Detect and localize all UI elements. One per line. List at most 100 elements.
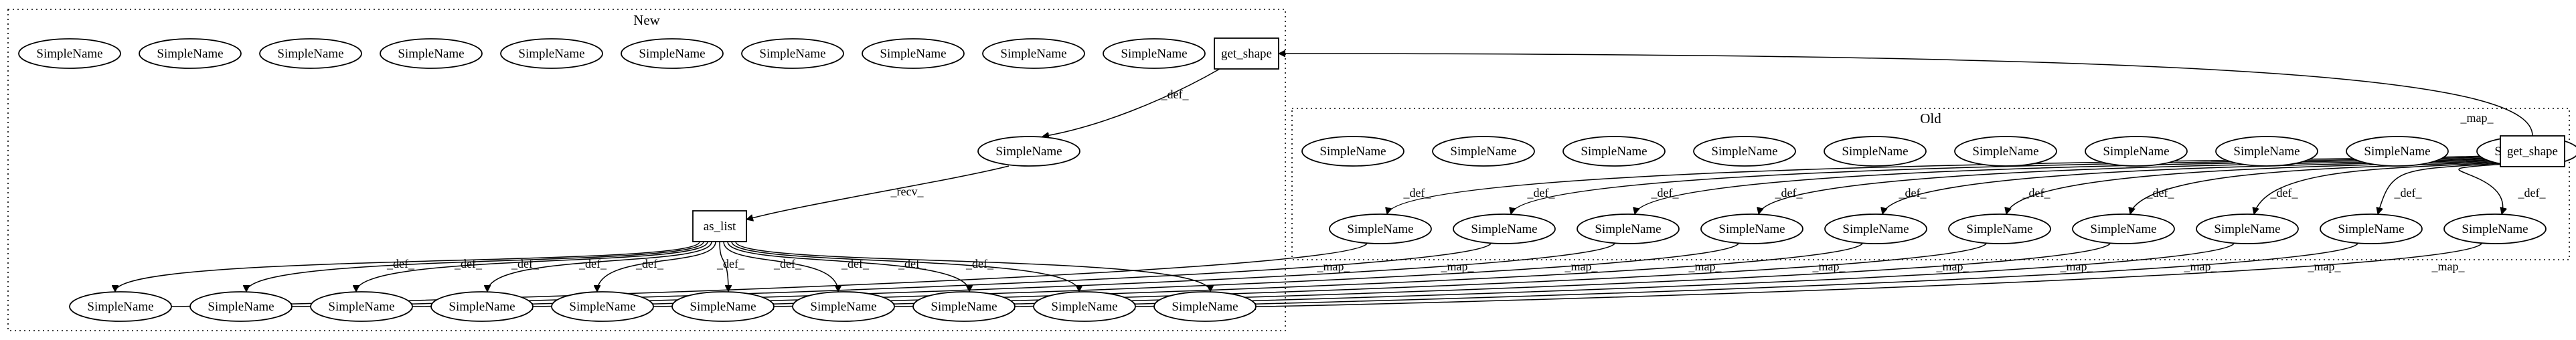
old-simplename-child-7: SimpleName: [2072, 214, 2175, 244]
old-get-shape-label: get_shape: [2507, 145, 2558, 159]
old-simplename-isolated-4-label: SimpleName: [1711, 145, 1777, 159]
new-simplename-isolated-9: SimpleName: [982, 38, 1085, 69]
edge-label-recv: _recv_: [890, 185, 924, 198]
edge-old-getshape-def-3: [1635, 157, 2501, 214]
old-simplename-child-4-label: SimpleName: [1718, 222, 1785, 236]
new-simplename-isolated-10: SimpleName: [1103, 38, 1206, 69]
old-simplename-isolated-5: SimpleName: [1824, 136, 1927, 167]
new-simplename-child-8-label: SimpleName: [931, 300, 997, 314]
new-simplename-isolated-7-label: SimpleName: [759, 47, 825, 61]
new-simplename-isolated-8: SimpleName: [862, 38, 965, 69]
new-simplename-child-5: SimpleName: [551, 291, 654, 322]
new-simplename-child-10: SimpleName: [1153, 291, 1257, 322]
old-simplename-child-7-label: SimpleName: [2090, 222, 2156, 236]
new-simplename-child-3-shape: [310, 291, 413, 322]
old-simplename-child-3-shape: [1577, 214, 1680, 244]
edge-label-old-getshape-def-9: _def_: [2394, 186, 2423, 199]
old-get-shape-shape: [2500, 135, 2565, 167]
edge-label-aslist-def-10: _def_: [965, 257, 994, 270]
new-simplename-isolated-2: SimpleName: [139, 38, 242, 69]
new-simplename-isolated-7: SimpleName: [741, 38, 844, 69]
new-simplename-isolated-9-shape: [982, 38, 1085, 69]
edge-label-old-getshape-def-10: _def_: [2518, 186, 2547, 199]
edge-aslist-def-4: [487, 241, 712, 292]
edge-aslist-def-6: [719, 241, 728, 292]
old-simplename-isolated-7: SimpleName: [2085, 136, 2188, 167]
new-get-shape: get_shape: [1214, 37, 1279, 70]
edge-label-old-map-5: _map_: [1812, 260, 1846, 273]
edge-label-aslist-def-4: _def_: [578, 257, 607, 270]
old-simplename-isolated-6: SimpleName: [1954, 136, 2057, 167]
new-simplename-child-5-label: SimpleName: [569, 300, 635, 314]
edge-label-aslist-def-2: _def_: [454, 257, 483, 270]
new-simplename-child-10-label: SimpleName: [1172, 300, 1238, 314]
edge-label-aslist-def-1: _def_: [386, 257, 415, 270]
edge-label-old-getshape-def-1: _def_: [1403, 186, 1432, 199]
new-simplename-isolated-2-shape: [139, 38, 242, 69]
new-simplename-isolated-3-label: SimpleName: [277, 47, 343, 61]
new-get-shape-shape: [1214, 37, 1279, 70]
old-simplename-isolated-1-shape: [1301, 136, 1404, 167]
new-simplename-child-1-label: SimpleName: [87, 300, 153, 314]
new-simplename-isolated-5-shape: [500, 38, 603, 69]
edge-aslist-def-7: [723, 241, 838, 292]
edge-aslist-def-9: [731, 241, 1079, 292]
new-simplename-child-4: SimpleName: [430, 291, 534, 322]
old-simplename-child-10: SimpleName: [2443, 214, 2547, 244]
old-simplename-child-10-shape: [2443, 214, 2547, 244]
new-simplename-child-10-shape: [1153, 291, 1257, 322]
edge-old-getshape-def-6: [2006, 159, 2501, 215]
new-simplename-isolated-10-shape: [1103, 38, 1206, 69]
old-simplename-isolated-3-label: SimpleName: [1581, 145, 1647, 159]
new-simplename-child-6: SimpleName: [671, 291, 775, 322]
cluster-old: Old: [1291, 108, 2570, 260]
edge-label-old-map-3: _map_: [1564, 260, 1599, 273]
old-simplename-child-1: SimpleName: [1329, 214, 1432, 244]
edge-label-old-getshape-def-8: _def_: [2270, 186, 2299, 199]
new-simplename-isolated-6-label: SimpleName: [639, 47, 705, 61]
new-simplename-receiver: SimpleName: [977, 136, 1080, 167]
old-simplename-child-9-shape: [2320, 214, 2423, 244]
edge-label-old-getshape-def-6: _def_: [2022, 186, 2051, 199]
edge-label-old-getshape-def-7: _def_: [2146, 186, 2175, 199]
old-simplename-child-4: SimpleName: [1700, 214, 1803, 244]
old-simplename-child-4-shape: [1700, 214, 1803, 244]
new-simplename-receiver-label: SimpleName: [995, 145, 1062, 159]
new-simplename-child-6-label: SimpleName: [690, 300, 756, 314]
edge-aslist-def-8: [727, 241, 969, 292]
cluster-new-border: [7, 9, 1286, 331]
edge-aslist-def-5: [597, 241, 716, 292]
new-as-list-shape: [692, 210, 747, 242]
old-simplename-child-3-label: SimpleName: [1595, 222, 1661, 236]
old-simplename-isolated-8: SimpleName: [2215, 136, 2318, 167]
new-simplename-isolated-4-shape: [380, 38, 483, 69]
old-simplename-child-2-label: SimpleName: [1471, 222, 1537, 236]
edge-recv: [746, 165, 1010, 220]
old-simplename-isolated-8-shape: [2215, 136, 2318, 167]
new-simplename-child-6-shape: [671, 291, 775, 322]
new-as-list: as_list: [692, 210, 747, 242]
edge-label-old-map-2: _map_: [1441, 260, 1475, 273]
old-simplename-isolated-5-shape: [1824, 136, 1927, 167]
edge-aslist-def-1: [115, 241, 700, 292]
cluster-old-label: Old: [1920, 110, 1941, 126]
edge-label-aslist-def-7: _def_: [773, 257, 802, 270]
edge-labels-layer: _def_ _recv_ _def_ _def_ _def_ _def_ _def_ _def…: [386, 88, 2546, 273]
new-simplename-isolated-3: SimpleName: [259, 38, 362, 69]
edge-old-getshape-def-7: [2130, 161, 2501, 214]
new-simplename-child-1: SimpleName: [69, 291, 172, 322]
new-simplename-isolated-4-label: SimpleName: [398, 47, 464, 61]
edge-label-aslist-def-9: _def_: [898, 257, 927, 270]
new-simplename-isolated-1-label: SimpleName: [36, 47, 102, 61]
cluster-new: New: [7, 9, 1286, 331]
old-simplename-isolated-2: SimpleName: [1432, 136, 1535, 167]
new-simplename-isolated-6-shape: [621, 38, 724, 69]
old-simplename-child-7-shape: [2072, 214, 2175, 244]
new-simplename-child-8-shape: [912, 291, 1016, 322]
old-simplename-child-5-shape: [1824, 214, 1927, 244]
old-simplename-child-1-shape: [1329, 214, 1432, 244]
edge-label-old-map-10: _map_: [2431, 260, 2466, 273]
new-simplename-child-5-shape: [551, 291, 654, 322]
old-simplename-child-6-shape: [1948, 214, 2051, 244]
